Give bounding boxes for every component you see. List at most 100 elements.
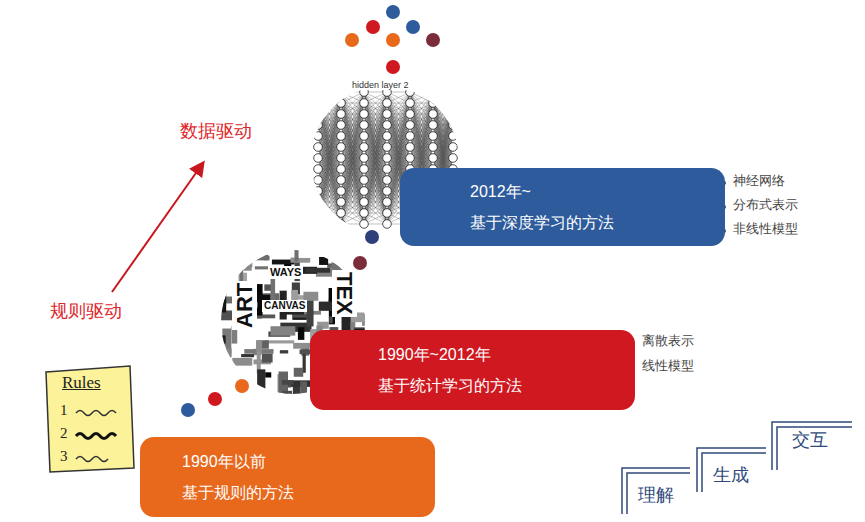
decor-dot — [235, 379, 249, 393]
net-neuron — [429, 110, 438, 119]
net-neuron — [360, 176, 369, 185]
net-neuron — [314, 209, 323, 218]
net-neuron — [314, 198, 323, 207]
era-years: 1990年~2012年 — [378, 345, 635, 364]
trend-arrow — [112, 163, 203, 292]
net-neuron — [449, 110, 458, 119]
cloud-word-shape — [329, 316, 332, 323]
cloud-word-shape — [293, 314, 307, 317]
net-neuron — [337, 198, 346, 207]
net-neuron — [314, 143, 323, 152]
net-neuron — [360, 99, 369, 108]
net-neuron — [383, 198, 392, 207]
net-neuron — [314, 121, 323, 130]
net-wire — [318, 92, 341, 93]
net-neuron — [449, 88, 458, 97]
net-wire — [341, 92, 364, 191]
cloud-word-shape — [290, 258, 310, 263]
net-neuron — [449, 154, 458, 163]
net-neuron — [406, 154, 415, 163]
cloud-word-shape — [232, 358, 252, 366]
net-neuron — [337, 209, 346, 218]
axis-label: 数据驱动 — [180, 121, 252, 142]
net-wire — [341, 92, 364, 213]
net-wire — [433, 92, 453, 103]
cloud-word-shape — [368, 250, 373, 261]
net-wire — [433, 92, 453, 93]
net-neuron — [314, 220, 323, 229]
net-neuron — [429, 154, 438, 163]
net-neuron — [360, 165, 369, 174]
net-wire — [341, 92, 364, 213]
cloud-word-shape — [270, 326, 295, 335]
decor-dot — [386, 60, 400, 74]
net-wire — [364, 92, 387, 213]
net-neuron — [314, 165, 323, 174]
net-neuron — [314, 99, 323, 108]
net-neuron — [337, 187, 346, 196]
net-neuron — [337, 143, 346, 152]
net-wire — [318, 92, 341, 213]
net-wire — [341, 92, 364, 191]
note-number: 2 — [60, 425, 68, 442]
net-neuron — [429, 143, 438, 152]
cloud-word-shape — [307, 300, 314, 327]
cloud-word-shape — [319, 257, 328, 265]
decor-dot — [426, 33, 440, 47]
feature-item: 分布式表示 — [733, 198, 798, 213]
cloud-word-shape — [292, 314, 306, 320]
feature-item: 神经网络 — [733, 174, 785, 189]
net-wire — [364, 92, 387, 213]
net-neuron — [429, 121, 438, 130]
cloud-word-shape — [229, 249, 259, 257]
cloud-word-shape — [237, 266, 252, 271]
net-wire — [364, 92, 387, 191]
net-wire — [341, 103, 364, 224]
net-neuron — [449, 132, 458, 141]
axis-label: 规则驱动 — [50, 301, 122, 322]
cloud-word: CANVAS — [262, 300, 307, 312]
net-neuron — [360, 220, 369, 229]
decor-dot — [345, 33, 359, 47]
decor-dot — [365, 230, 379, 244]
stair-steps — [622, 422, 852, 514]
net-neuron — [449, 99, 458, 108]
cloud-word-shape — [220, 335, 226, 343]
net-wire — [364, 103, 387, 224]
net-neuron — [383, 220, 392, 229]
net-wire — [341, 191, 364, 224]
era-band: 2012年~ 基于深度学习的方法 — [400, 168, 725, 246]
cloud-word-shape — [257, 369, 265, 398]
cloud-word-shape — [282, 391, 292, 412]
net-wire — [318, 125, 341, 224]
net-neuron — [337, 121, 346, 130]
cloud-word-shape — [257, 341, 263, 353]
stage-label: 交互 — [792, 430, 828, 451]
net-neuron — [406, 99, 415, 108]
cloud-word-shape — [220, 367, 231, 371]
cloud-word-shape — [358, 285, 365, 288]
cloud-word-shape — [225, 348, 232, 357]
cloud-word-shape — [265, 372, 271, 377]
net-neuron — [337, 165, 346, 174]
decor-dot — [181, 403, 195, 417]
net-neuron — [314, 88, 323, 97]
net-neuron — [337, 176, 346, 185]
net-neuron — [383, 121, 392, 130]
net-neuron — [383, 143, 392, 152]
cloud-word-shape — [331, 252, 361, 256]
net-wire — [318, 92, 341, 191]
era-years: 2012年~ — [470, 182, 725, 201]
net-wire — [433, 92, 453, 103]
cloud-word-shape — [366, 320, 391, 325]
era-method: 基于规则的方法 — [182, 483, 435, 502]
net-neuron — [383, 187, 392, 196]
net-neuron — [383, 132, 392, 141]
net-neuron — [360, 143, 369, 152]
net-neuron — [383, 176, 392, 185]
cloud-word-shape — [255, 256, 270, 261]
era-band: 1990年~2012年基于统计学习的方法 — [310, 330, 635, 410]
cloud-word-shape — [363, 283, 386, 287]
net-wire — [318, 224, 341, 225]
era-method: 基于深度学习的方法 — [470, 213, 725, 232]
